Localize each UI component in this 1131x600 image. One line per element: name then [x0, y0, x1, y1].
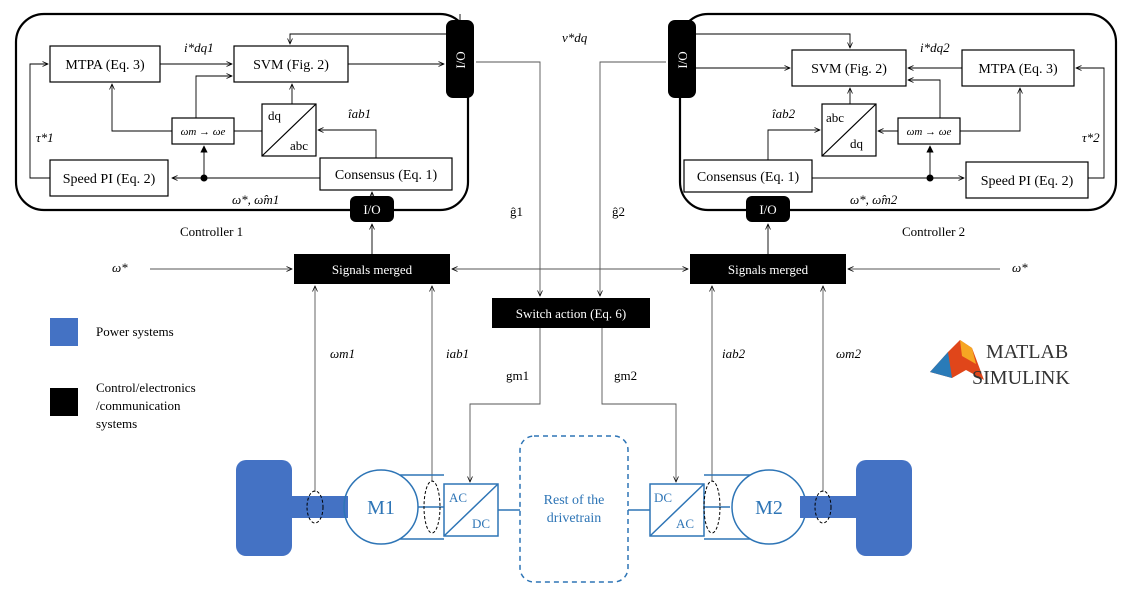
c1-io-top-label: I/O: [453, 51, 468, 68]
c2-mtpa-label: MTPA (Eq. 3): [978, 62, 1058, 77]
c1-svm-label: SVM (Fig. 2): [253, 58, 329, 73]
c2-wm-we-label: ωm → ωe: [907, 126, 952, 138]
controller-2-title: Controller 2: [902, 224, 965, 239]
i-ab1-label: iab1: [446, 346, 469, 361]
c2-consensus-label: Consensus (Eq. 1): [697, 170, 800, 185]
signals-merged-right: [690, 254, 846, 284]
c1-wm-we-block: [171, 117, 235, 145]
c1-mtpa-block: [49, 45, 161, 83]
right-shaft: [800, 496, 860, 518]
c1-consensus-block: [319, 157, 453, 191]
c1-io-bottom-label: I/O: [363, 202, 380, 217]
i-ab2-label: iab2: [722, 346, 746, 361]
c2-omega-ref-label: ω*, ω̂m2: [850, 192, 898, 207]
omega-ref-right: ω*: [1012, 260, 1028, 275]
left-wheel: [236, 460, 292, 556]
controller-1-title: Controller 1: [180, 224, 243, 239]
c2-tau-label: τ*2: [1082, 130, 1100, 145]
controller-1-frame: [14, 12, 470, 212]
conv2-bottom-label: AC: [676, 516, 694, 531]
g-m2-label: gm2: [614, 368, 637, 383]
c2-speed-pi-block: [965, 161, 1089, 199]
matlab-membrane-icon: [930, 340, 984, 380]
c1-tau-label: τ*1: [36, 130, 54, 145]
left-current-sensor: [423, 480, 441, 534]
logo-simulink: SIMULINK: [972, 367, 1070, 389]
right-current-sensor: [703, 480, 721, 534]
c1-dq-text: dq: [268, 108, 282, 123]
c2-io-bottom: [746, 196, 790, 222]
legend-power-swatch: [50, 318, 78, 346]
c1-i-dq-label: i*dq1: [184, 40, 214, 55]
left-shaft-sensor: [306, 490, 324, 524]
c1-abc-text: abc: [290, 138, 308, 153]
c1-i-ab-label: îab1: [348, 106, 371, 121]
c1-io-bottom: [350, 196, 394, 222]
c2-svm-block: [791, 49, 907, 87]
c1-mtpa-label: MTPA (Eq. 3): [65, 58, 145, 73]
legend-control-line1: Control/electronics: [96, 380, 196, 395]
g-hat2-label: ĝ2: [612, 204, 625, 219]
drivetrain: M1 AC DC Rest of the drivetrain DC AC M2: [236, 435, 912, 583]
conv2-top-label: DC: [654, 490, 672, 505]
legend-control-swatch: [50, 388, 78, 416]
matlab-simulink-logo: MATLAB SIMULINK: [930, 340, 1070, 389]
c2-speed-pi-label: Speed PI (Eq. 2): [981, 174, 1074, 189]
legend-power-label: Power systems: [96, 324, 174, 339]
c2-wm-we-block: [897, 117, 961, 145]
g-m1-label: gm1: [506, 368, 529, 383]
c1-wm-we-label: ωm → ωe: [181, 126, 226, 138]
c2-io-bottom-label: I/O: [759, 202, 776, 217]
c1-omega-ref-label: ω*, ω̂m1: [232, 192, 279, 207]
signals-merged-left-label: Signals merged: [332, 262, 413, 277]
converter-dc-ac: [649, 483, 705, 537]
c1-consensus-label: Consensus (Eq. 1): [335, 168, 438, 183]
c2-i-ab-label: îab2: [772, 106, 796, 121]
c1-dq-abc-diagonal: [261, 103, 317, 157]
c2-mtpa-block: [961, 49, 1075, 87]
c2-abc-dq-diagonal: [821, 103, 877, 157]
right-wheel: [856, 460, 912, 556]
switch-action-block: [492, 298, 650, 328]
c1-io-top: [446, 20, 474, 98]
c1-speed-pi-label: Speed PI (Eq. 2): [63, 172, 156, 187]
c2-abc-text: abc: [826, 110, 844, 125]
controller-1: MTPA (Eq. 3) SVM (Fig. 2) dq abc ωm → ωe…: [14, 12, 474, 222]
c2-svm-label: SVM (Fig. 2): [811, 62, 887, 77]
signals-merged-right-label: Signals merged: [728, 262, 809, 277]
rest-line1: Rest of the: [544, 493, 605, 508]
controller-2: SVM (Fig. 2) MTPA (Eq. 3) abc dq ωm → ωe…: [668, 12, 1118, 222]
right-shaft-sensor: [814, 490, 832, 524]
c2-io-top: [668, 20, 696, 98]
switch-action-label: Switch action (Eq. 6): [516, 306, 626, 321]
c2-dq-text: dq: [850, 136, 864, 151]
conv1-bottom-label: DC: [472, 516, 490, 531]
c2-i-dq-label: i*dq2: [920, 40, 950, 55]
signals-merged-left: [294, 254, 450, 284]
motor-m2-label: M2: [755, 497, 783, 519]
rest-of-drivetrain: [519, 435, 629, 583]
c2-consensus-block: [683, 159, 813, 193]
conv1-top-label: AC: [449, 490, 467, 505]
omega-m2-label: ωm2: [836, 346, 862, 361]
omega-ref-left: ω*: [112, 260, 128, 275]
legend-control-line2: /communication: [96, 398, 181, 413]
c1-svm-block: [233, 45, 349, 83]
omega-m1-label: ωm1: [330, 346, 355, 361]
rest-line2: drivetrain: [547, 511, 601, 526]
controller-2-frame: [678, 12, 1118, 212]
legend-control-line3: systems: [96, 416, 137, 431]
motor-m1-label: M1: [367, 497, 395, 519]
v-dq-label: v*dq: [562, 30, 588, 45]
g-hat1-label: ĝ1: [510, 204, 523, 219]
logo-matlab: MATLAB: [986, 341, 1068, 363]
left-shaft: [290, 496, 348, 518]
c2-io-top-label: I/O: [675, 51, 690, 68]
